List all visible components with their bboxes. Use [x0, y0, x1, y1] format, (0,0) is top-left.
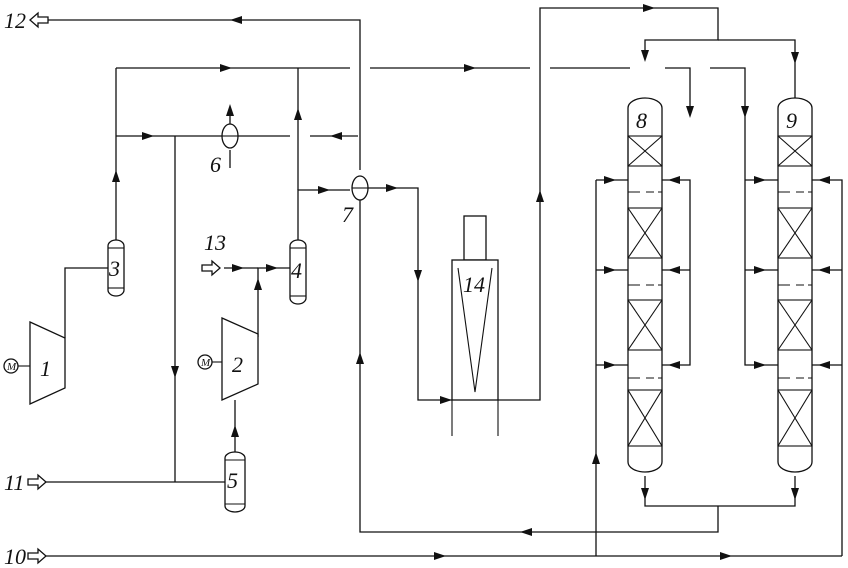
label-separator-5: 5	[227, 468, 238, 493]
furnace-14	[446, 215, 504, 436]
label-furnace-14: 14	[463, 272, 485, 297]
stream-10-inlet-arrow	[27, 547, 47, 565]
label-exchanger-6: 6	[210, 152, 221, 177]
motor-1-icon	[3, 358, 19, 374]
label-reactor-9: 9	[786, 108, 797, 133]
label-stream-12: 12	[4, 8, 26, 33]
compressor-1	[3, 320, 66, 406]
label-stream-10: 10	[4, 544, 26, 568]
separator-4	[289, 239, 307, 305]
heat-exchanger-7	[351, 175, 369, 201]
label-exchanger-7: 7	[342, 202, 354, 227]
reactor-8	[627, 97, 663, 473]
pipe-lines	[46, 7, 843, 557]
motor-2-symbol: M	[200, 357, 211, 369]
compressor-2	[197, 316, 259, 402]
labels: 1 2 3 4 5 6 7 8 9 10 11 12 13 14 M M	[4, 8, 797, 568]
stream-12-outlet-arrow	[29, 11, 49, 29]
label-compressor-1: 1	[40, 356, 51, 381]
stream-13-inlet-arrow	[201, 259, 221, 277]
label-separator-4: 4	[291, 258, 302, 283]
label-stream-11: 11	[4, 470, 24, 495]
motor-1-symbol: M	[6, 361, 17, 373]
label-reactor-8: 8	[636, 108, 647, 133]
label-compressor-2: 2	[232, 352, 243, 377]
separator-5	[224, 451, 246, 513]
separator-3	[107, 239, 125, 297]
stream-11-inlet-arrow	[27, 473, 47, 491]
motor-2-icon	[197, 354, 213, 370]
label-stream-13: 13	[204, 230, 226, 255]
reactor-9	[777, 97, 813, 473]
heat-exchanger-6	[221, 123, 239, 149]
label-separator-3: 3	[108, 256, 120, 281]
